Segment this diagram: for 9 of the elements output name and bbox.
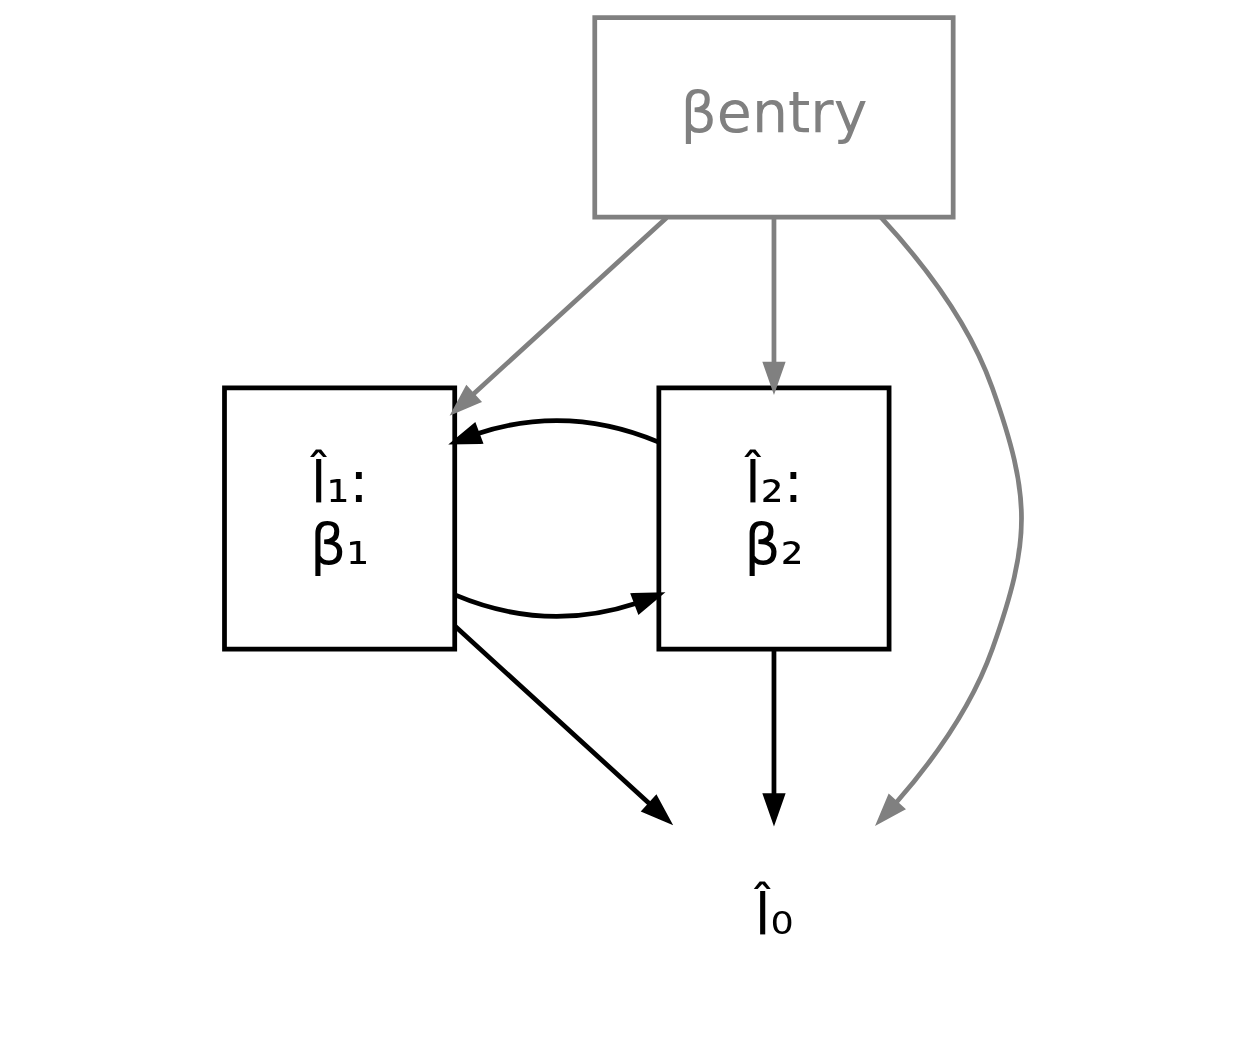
arrow xyxy=(454,592,666,619)
arrow xyxy=(762,649,786,827)
arrow xyxy=(762,217,786,396)
arrow xyxy=(875,215,1024,827)
node-box: l̂₁: β₁ xyxy=(222,385,458,652)
node-box: l̂₂: β₂ xyxy=(656,385,892,652)
node-text: l̂₀ xyxy=(754,881,794,948)
node-box: βentry xyxy=(592,15,956,220)
arrow xyxy=(448,418,660,445)
